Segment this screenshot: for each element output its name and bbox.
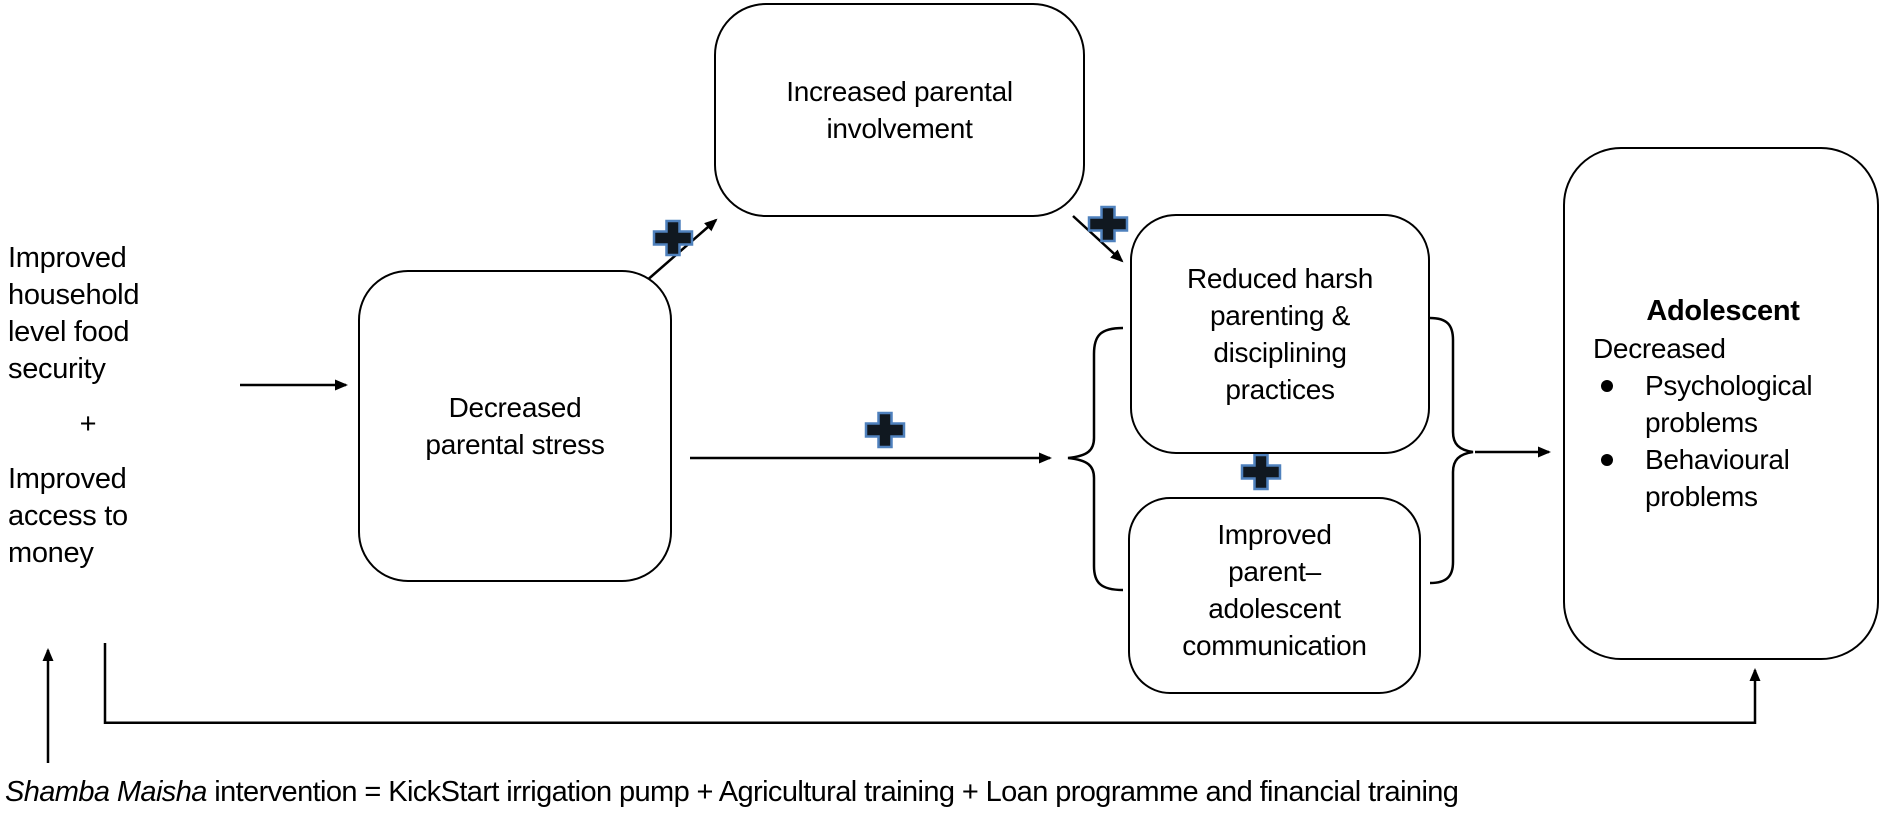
node-adolescent-outcomes: Adolescent Decreased Psychological probl… bbox=[1563, 147, 1879, 660]
list-item: Behavioural problems bbox=[1593, 441, 1853, 515]
text-line: parenting & bbox=[1210, 300, 1350, 331]
arrow-involvement-to-harsh bbox=[1072, 215, 1124, 263]
plus-icon bbox=[864, 411, 906, 449]
text-line: level food bbox=[8, 316, 130, 348]
input-part2: Improved access to money bbox=[8, 461, 193, 572]
node-improved-parent-adolescent-communication: Improved parent– adolescent communication bbox=[1128, 497, 1421, 694]
list-item: Psychological problems bbox=[1593, 367, 1853, 441]
right-brace bbox=[1429, 316, 1474, 585]
bullet-dot-icon bbox=[1601, 453, 1613, 466]
outcome-subheading: Decreased bbox=[1593, 332, 1726, 364]
text-line: access to bbox=[8, 500, 128, 532]
input-plus-sign: + bbox=[79, 408, 97, 440]
text-line: money bbox=[8, 537, 94, 569]
outcome-heading: Adolescent bbox=[1646, 294, 1800, 327]
bullet-dot-icon bbox=[1601, 379, 1613, 392]
caption-intervention-name: Shamba Maisha bbox=[5, 776, 207, 808]
arrow-input-direct-to-outcome bbox=[103, 643, 1761, 725]
caption-definition: intervention = KickStart irrigation pump… bbox=[206, 776, 1459, 808]
input-part1: Improved household level food security bbox=[8, 240, 193, 388]
node-increased-parental-involvement: Increased parental involvement bbox=[714, 3, 1085, 217]
text-line: disciplining bbox=[1213, 337, 1347, 368]
text-line: Reduced harsh bbox=[1186, 263, 1373, 294]
outcome-bullet-list: Psychological problems Behavioural probl… bbox=[1593, 367, 1853, 515]
text-line: involvement bbox=[826, 113, 973, 144]
text-line: Increased parental bbox=[786, 76, 1013, 107]
text-line: Improved bbox=[8, 242, 127, 274]
text-line: Decreased bbox=[448, 392, 582, 423]
text-line: security bbox=[8, 353, 106, 385]
caption: Shamba Maisha intervention = KickStart i… bbox=[5, 776, 1459, 809]
text-line: Improved bbox=[1217, 518, 1332, 550]
text-line: parent– bbox=[1228, 555, 1321, 587]
input-food-security-text: Improved household level food security + Im… bbox=[8, 240, 193, 572]
text-line: parental stress bbox=[425, 429, 605, 460]
text-line: Improved bbox=[8, 463, 127, 495]
node-decreased-parental-stress: Decreased parental stress bbox=[358, 270, 672, 582]
plus-icon bbox=[1087, 205, 1129, 243]
text-line: communication bbox=[1182, 629, 1367, 661]
plus-icon bbox=[1240, 453, 1282, 491]
node-reduced-harsh-parenting: Reduced harsh parenting & disciplining prac… bbox=[1130, 214, 1430, 454]
text-line: practices bbox=[1225, 374, 1335, 405]
outcome-bullet: Behavioural problems bbox=[1645, 443, 1790, 512]
text-line: adolescent bbox=[1208, 592, 1341, 624]
text-line: household bbox=[8, 279, 140, 311]
left-brace bbox=[1067, 326, 1124, 592]
outcome-bullet: Psychological problems bbox=[1645, 369, 1813, 438]
plus-icon bbox=[652, 219, 694, 257]
